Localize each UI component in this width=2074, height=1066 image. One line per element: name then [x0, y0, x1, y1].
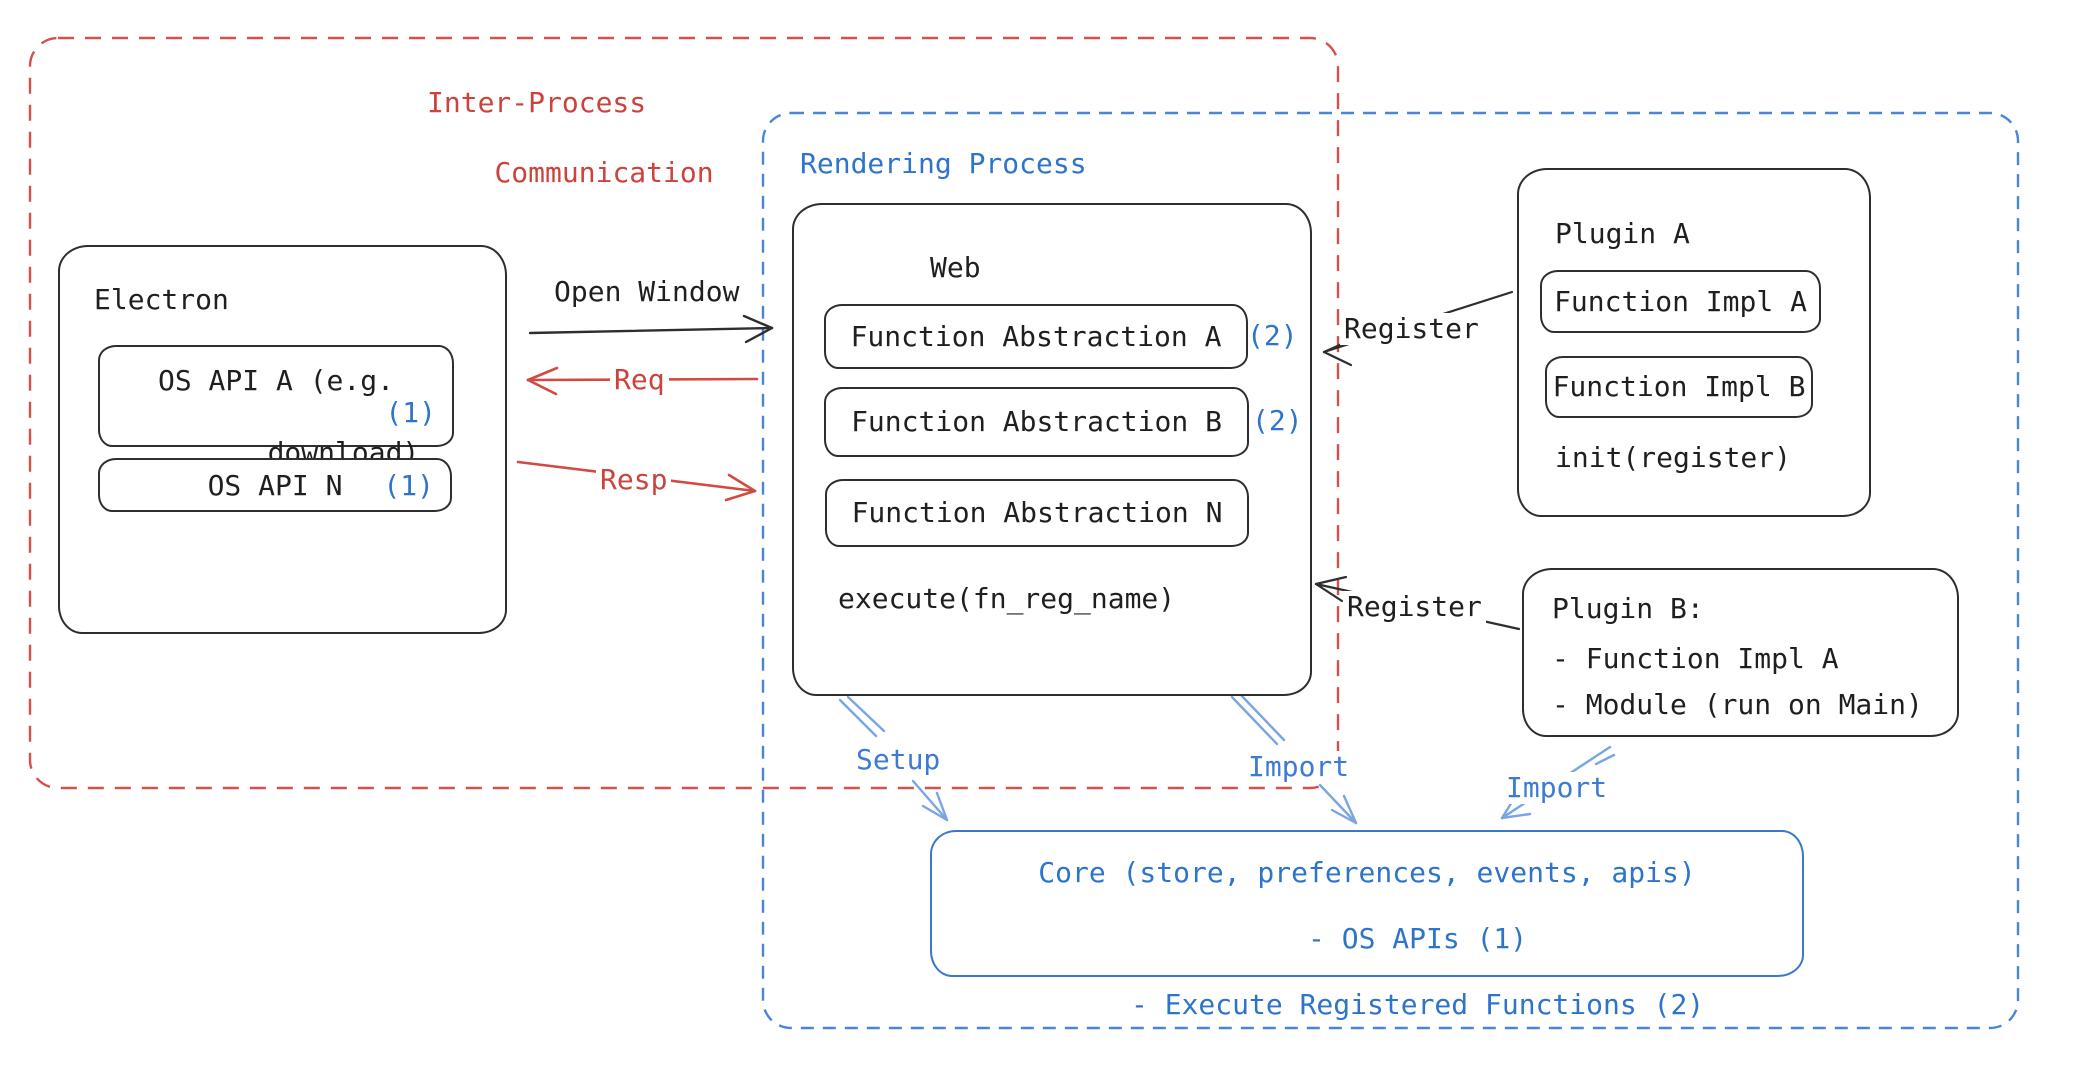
function-impl-a-box: Function Impl A — [1540, 270, 1821, 333]
register-b-label: Register — [1343, 591, 1486, 623]
function-impl-b-box: Function Impl B — [1545, 356, 1813, 418]
core-line1: Core (store, preferences, events, apis) — [1038, 856, 1696, 889]
web-title: Web — [930, 251, 981, 284]
execute-label: execute(fn_reg_name) — [838, 582, 1176, 615]
os-api-n-badge: (1) — [383, 469, 434, 502]
function-abstraction-a-box: Function Abstraction A — [824, 304, 1248, 369]
os-api-a-line1: OS API A (e.g. — [157, 364, 394, 397]
os-api-a-box: OS API A (e.g. download) (1) — [98, 345, 454, 469]
import-plugin-label: Import — [1502, 772, 1612, 804]
os-api-n-label: OS API N — [207, 469, 343, 502]
open-window-label: Open Window — [554, 275, 740, 308]
ipc-title: Inter-Process Communication — [427, 85, 714, 225]
rendering-title: Rendering Process — [800, 147, 1087, 180]
init-register-label: init(register) — [1555, 441, 1792, 474]
ipc-title-line2: Communication — [494, 156, 714, 189]
open-window-arrow — [528, 314, 774, 344]
setup-label: Setup — [852, 744, 945, 776]
core-box: Core (store, preferences, events, apis) … — [930, 830, 1804, 1021]
ipc-title-line1: Inter-Process — [427, 86, 647, 119]
fn-b-badge: (2) — [1252, 404, 1303, 437]
plugin-b-item-module: - Module (run on Main) — [1552, 688, 1923, 721]
plugin-b-item-impl-a: - Function Impl A — [1552, 642, 1839, 675]
os-api-a-badge: (1) — [385, 396, 436, 429]
electron-title: Electron — [94, 283, 229, 316]
plugin-a-box: Plugin A Function Impl A Function Impl B… — [1517, 168, 1871, 517]
core-line3: - Execute Registered Functions (2) — [1131, 988, 1705, 1021]
function-abstraction-n-box: Function Abstraction N — [825, 479, 1249, 547]
os-api-n-box: OS API N (1) — [98, 458, 452, 512]
electron-box: Electron OS API A (e.g. download) (1) OS… — [58, 245, 507, 634]
req-label: Req — [610, 364, 669, 396]
import-web-label: Import — [1244, 751, 1354, 783]
core-text: Core (store, preferences, events, apis) … — [932, 856, 1802, 1054]
plugin-b-title: Plugin B: — [1552, 592, 1704, 625]
plugin-b-box: Plugin B: - Function Impl A - Module (ru… — [1522, 568, 1959, 737]
resp-label: Resp — [596, 464, 672, 496]
plugin-a-title: Plugin A — [1555, 217, 1690, 250]
register-a-label: Register — [1340, 313, 1483, 345]
web-box: Web Function Abstraction A Function Abst… — [792, 203, 1312, 696]
core-line2: - OS APIs (1) — [1308, 922, 1528, 955]
function-abstraction-b-box: Function Abstraction B — [824, 387, 1249, 457]
fn-a-badge: (2) — [1247, 319, 1298, 352]
